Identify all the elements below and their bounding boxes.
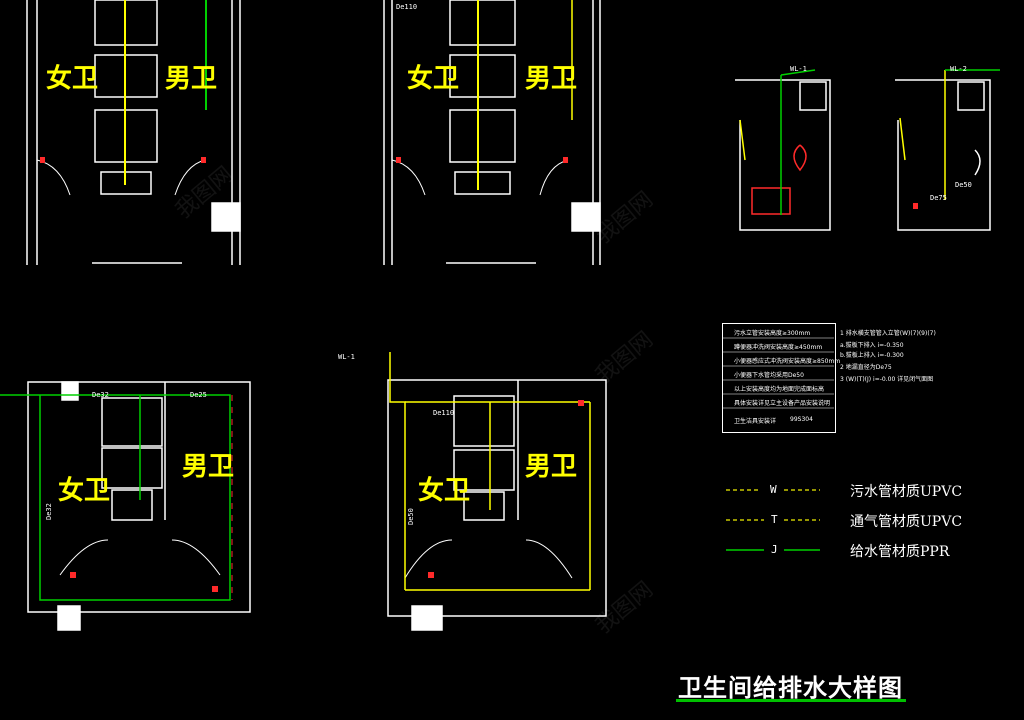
note-line: 小便器下水管均采用De50: [734, 372, 804, 379]
note-line: 卫生洁具安装详: [734, 418, 777, 425]
room-label-men-top-left: 男卫: [165, 64, 218, 94]
legend-code-t: T: [771, 513, 778, 526]
title-underline: [676, 699, 906, 702]
spec-note-line: b.拔板上排入 i=-0.300: [840, 352, 904, 359]
pipe-size-label: De50: [407, 508, 415, 525]
note-line: 以上安装高度均为地面完成面标高: [734, 386, 825, 393]
legend-code-w: W: [770, 483, 777, 496]
pipe-size-label: De32: [45, 503, 53, 520]
note-line: 蹲便器冲洗阀安装高度≥450mm: [734, 344, 823, 351]
installation-notes-box: [722, 323, 836, 433]
room-label-women-bottom-left: 女卫: [58, 476, 111, 506]
riser-label: WL-1: [790, 65, 807, 73]
legend-label-supply: 给水管材质PPR: [850, 544, 950, 560]
pipe-size-label: De110: [433, 409, 455, 417]
riser-label: WL-2: [950, 65, 967, 73]
spec-note-line: a.拔板下排入 i=-0.350: [840, 342, 904, 349]
note-line: 具体安装详见立主设备产品安装说明: [734, 400, 831, 407]
legend-label-sewage: 污水管材质UPVC: [850, 484, 963, 500]
pipe-size-label: De32: [92, 391, 109, 399]
note-line: 小便器感应式冲洗阀安装高度≥850mm: [734, 358, 841, 365]
note-line: 99S304: [790, 416, 813, 423]
pipe-size-label: De75: [930, 194, 947, 202]
plan-top-left: [26, 0, 241, 265]
pipe-size-label: De25: [190, 391, 207, 399]
room-label-men-top-middle: 男卫: [525, 64, 578, 94]
room-label-men-bottom-left: 男卫: [182, 452, 235, 482]
riser-label: WL-1: [338, 353, 355, 361]
spec-note-line: 3 (W)(T)(J) i=-0.00 详见闭气面图: [840, 376, 934, 383]
detail-small-left: [735, 69, 831, 231]
plan-bottom-left: [0, 381, 251, 631]
pipe-size-label: De50: [955, 181, 972, 189]
plan-top-middle: [383, 0, 601, 265]
spec-note-line: 1 排水横支管管入立管(W)(7)(9)(7): [840, 330, 936, 337]
room-label-women-top-left: 女卫: [46, 64, 99, 94]
legend-label-vent: 通气管材质UPVC: [850, 514, 963, 530]
notes-rows: [722, 337, 834, 409]
detail-small-right: [895, 69, 1000, 231]
drawing-title: 卫生间给排水大样图: [678, 674, 903, 702]
legend-lines: [726, 489, 820, 551]
room-label-women-top-middle: 女卫: [407, 64, 460, 94]
note-line: 污水立管安装高度≥300mm: [734, 330, 811, 337]
room-label-women-bottom-right: 女卫: [418, 476, 471, 506]
spec-note-line: 2 地漏直径为De75: [840, 364, 892, 371]
legend-code-j: J: [771, 543, 778, 556]
pipe-size-label: De110: [396, 3, 418, 11]
plan-bottom-right: [387, 352, 607, 631]
room-label-men-bottom-right: 男卫: [525, 452, 578, 482]
